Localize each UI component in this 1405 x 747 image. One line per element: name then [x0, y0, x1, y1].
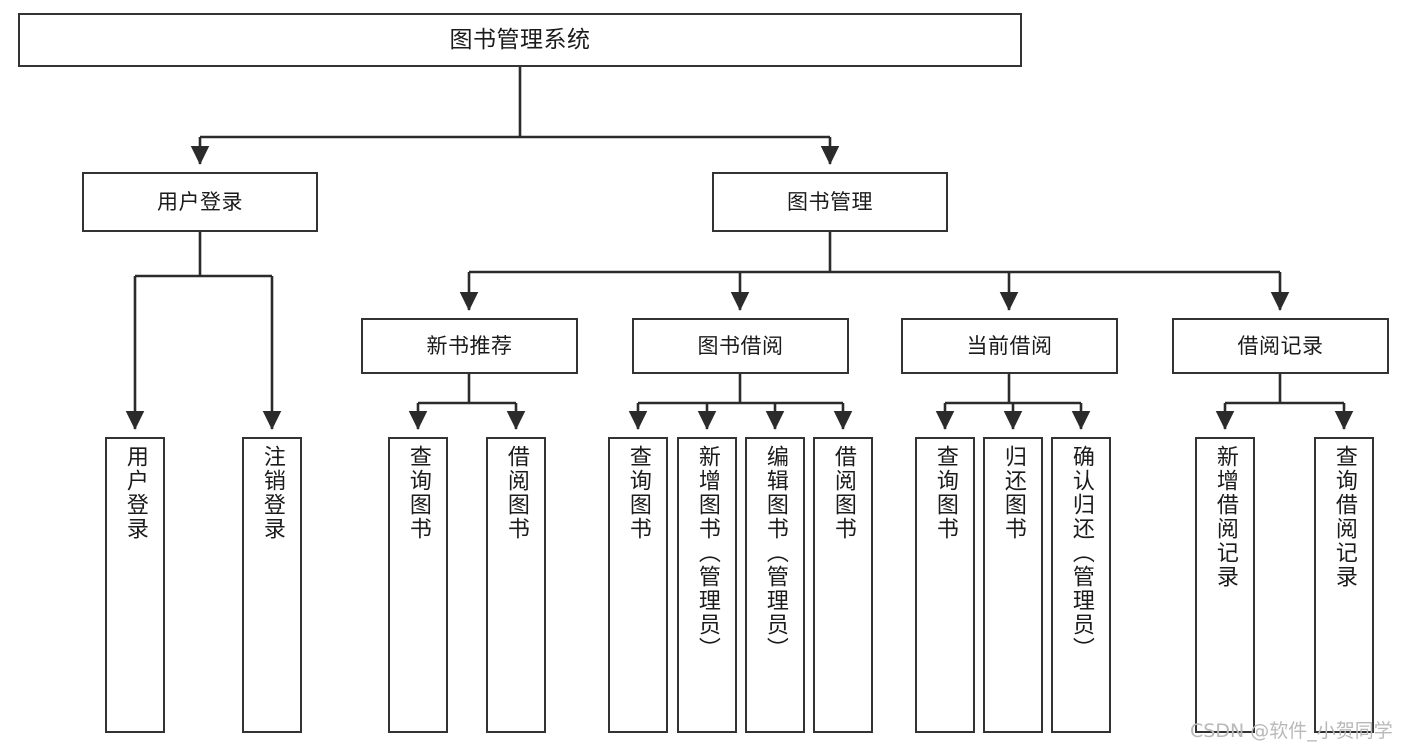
node-root[interactable]: 图书管理系统: [18, 13, 1022, 67]
node-root-label: 图书管理系统: [449, 26, 591, 53]
node-user-login-label: 用户登录: [157, 189, 243, 214]
node-leaf-br-add-record-label: 新增借阅记录: [1212, 445, 1238, 589]
node-leaf-cb-confirm-return-label: 确认归还（管理员）: [1068, 445, 1094, 661]
node-leaf-bb-edit-book[interactable]: 编辑图书（管理员）: [745, 437, 805, 733]
node-leaf-user-login-label: 用户登录: [122, 445, 148, 541]
node-leaf-bb-borrow-book[interactable]: 借阅图书: [813, 437, 873, 733]
node-leaf-cb-query-book[interactable]: 查询图书: [915, 437, 975, 733]
node-leaf-bb-borrow-book-label: 借阅图书: [830, 445, 856, 541]
node-current-borrow-label: 当前借阅: [966, 333, 1053, 358]
node-leaf-bb-add-book[interactable]: 新增图书（管理员）: [677, 437, 737, 733]
node-leaf-user-logout-label: 注销登录: [259, 445, 285, 541]
node-leaf-rec-borrow-book-label: 借阅图书: [503, 445, 529, 541]
node-book-borrow[interactable]: 图书借阅: [632, 318, 849, 374]
node-user-login[interactable]: 用户登录: [82, 172, 318, 232]
node-leaf-br-query-record-label: 查询借阅记录: [1331, 445, 1357, 589]
node-leaf-rec-borrow-book[interactable]: 借阅图书: [486, 437, 546, 733]
node-book-borrow-label: 图书借阅: [697, 333, 784, 358]
node-borrow-record[interactable]: 借阅记录: [1172, 318, 1389, 374]
node-leaf-cb-return-book-label: 归还图书: [1000, 445, 1026, 541]
node-leaf-br-query-record[interactable]: 查询借阅记录: [1314, 437, 1374, 733]
node-current-borrow[interactable]: 当前借阅: [901, 318, 1118, 374]
node-leaf-br-add-record[interactable]: 新增借阅记录: [1195, 437, 1255, 733]
node-leaf-cb-confirm-return[interactable]: 确认归还（管理员）: [1051, 437, 1111, 733]
csdn-watermark: CSDN @软件_小贺同学: [1190, 720, 1393, 742]
node-new-book-rec[interactable]: 新书推荐: [361, 318, 578, 374]
node-new-book-rec-label: 新书推荐: [426, 333, 513, 358]
node-book-manage-label: 图书管理: [787, 189, 873, 214]
node-book-manage[interactable]: 图书管理: [712, 172, 948, 232]
node-leaf-bb-add-book-label: 新增图书（管理员）: [694, 445, 720, 661]
node-leaf-cb-query-book-label: 查询图书: [932, 445, 958, 541]
node-borrow-record-label: 借阅记录: [1237, 333, 1324, 358]
node-leaf-user-logout[interactable]: 注销登录: [242, 437, 302, 733]
node-leaf-cb-return-book[interactable]: 归还图书: [983, 437, 1043, 733]
node-leaf-bb-query-book-label: 查询图书: [625, 445, 651, 541]
node-leaf-rec-query-book[interactable]: 查询图书: [388, 437, 448, 733]
node-leaf-rec-query-book-label: 查询图书: [405, 445, 431, 541]
node-leaf-bb-query-book[interactable]: 查询图书: [608, 437, 668, 733]
node-leaf-user-login[interactable]: 用户登录: [105, 437, 165, 733]
node-leaf-bb-edit-book-label: 编辑图书（管理员）: [762, 445, 788, 661]
